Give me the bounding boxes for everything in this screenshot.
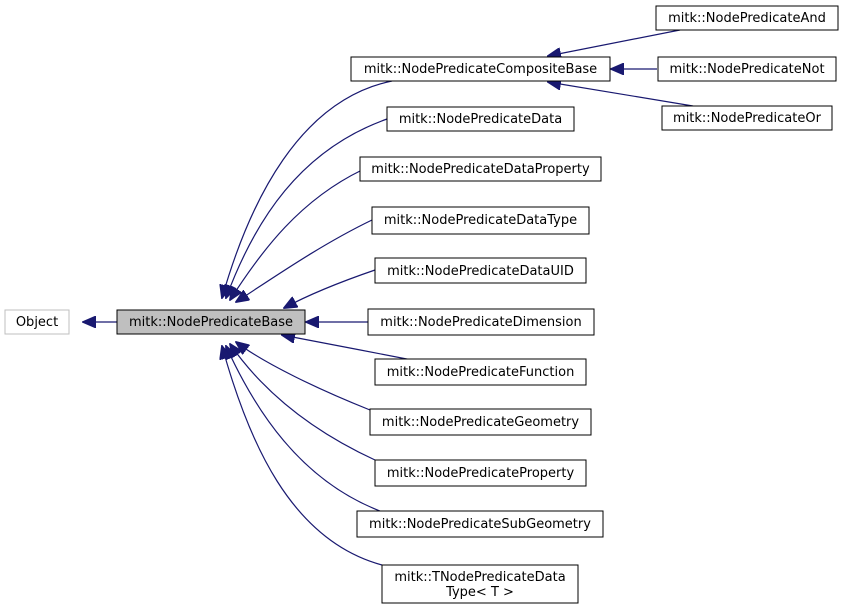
edge-property-to-base [230, 344, 376, 461]
node-datauid-label: mitk::NodePredicateDataUID [387, 264, 574, 279]
node-data-label: mitk::NodePredicateData [399, 112, 562, 127]
edge-geometry-to-base [236, 342, 371, 411]
node-property-label: mitk::NodePredicateProperty [387, 466, 575, 481]
node-geometry-label: mitk::NodePredicateGeometry [382, 415, 579, 430]
node-dimension[interactable]: mitk::NodePredicateDimension [367, 308, 595, 336]
node-or-label: mitk::NodePredicateOr [673, 111, 822, 126]
edge-datauid-to-base [284, 269, 376, 308]
node-base-label: mitk::NodePredicateBase [129, 315, 293, 330]
node-and[interactable]: mitk::NodePredicateAnd [655, 5, 839, 31]
node-tnode-label-line1: mitk::TNodePredicateData [394, 570, 565, 585]
node-function-label: mitk::NodePredicateFunction [387, 365, 575, 380]
edge-and-to-composite [548, 29, 681, 56]
node-dataproperty[interactable]: mitk::NodePredicateDataProperty [359, 156, 602, 182]
node-datatype[interactable]: mitk::NodePredicateDataType [371, 206, 590, 235]
node-subgeometry-label: mitk::NodePredicateSubGeometry [369, 517, 591, 532]
edge-function-to-base [282, 335, 413, 361]
node-datauid[interactable]: mitk::NodePredicateDataUID [374, 257, 587, 284]
node-datatype-label: mitk::NodePredicateDataType [384, 213, 577, 228]
node-or[interactable]: mitk::NodePredicateOr [661, 105, 833, 131]
node-object-label: Object [16, 315, 58, 330]
node-base[interactable]: mitk::NodePredicateBase [116, 309, 306, 335]
edge-subgeometry-to-base [226, 346, 381, 512]
node-composite[interactable]: mitk::NodePredicateCompositeBase [350, 56, 611, 82]
node-dimension-label: mitk::NodePredicateDimension [380, 315, 581, 330]
node-not[interactable]: mitk::NodePredicateNot [657, 56, 837, 82]
node-and-label: mitk::NodePredicateAnd [668, 11, 826, 26]
node-tnode[interactable]: mitk::TNodePredicateData Type< T > [381, 564, 579, 604]
nodes: Object mitk::NodePredicateBase mitk::Nod… [4, 5, 839, 604]
edge-or-to-composite [548, 82, 694, 107]
edge-composite-to-base [222, 80, 393, 298]
node-function[interactable]: mitk::NodePredicateFunction [374, 358, 587, 386]
node-not-label: mitk::NodePredicateNot [669, 62, 824, 77]
node-geometry[interactable]: mitk::NodePredicateGeometry [369, 408, 592, 436]
edges [83, 29, 694, 566]
node-composite-label: mitk::NodePredicateCompositeBase [364, 62, 597, 77]
node-data[interactable]: mitk::NodePredicateData [386, 106, 575, 132]
node-subgeometry[interactable]: mitk::NodePredicateSubGeometry [356, 510, 604, 538]
edge-data-to-base [226, 118, 388, 298]
node-property[interactable]: mitk::NodePredicateProperty [374, 459, 587, 487]
node-tnode-label-line2: Type< T > [445, 585, 514, 600]
node-object[interactable]: Object [4, 309, 70, 335]
edge-tnode-to-base [222, 346, 383, 566]
edge-datatype-to-base [236, 219, 373, 302]
node-dataproperty-label: mitk::NodePredicateDataProperty [371, 162, 590, 177]
edge-dataproperty-to-base [230, 169, 363, 300]
